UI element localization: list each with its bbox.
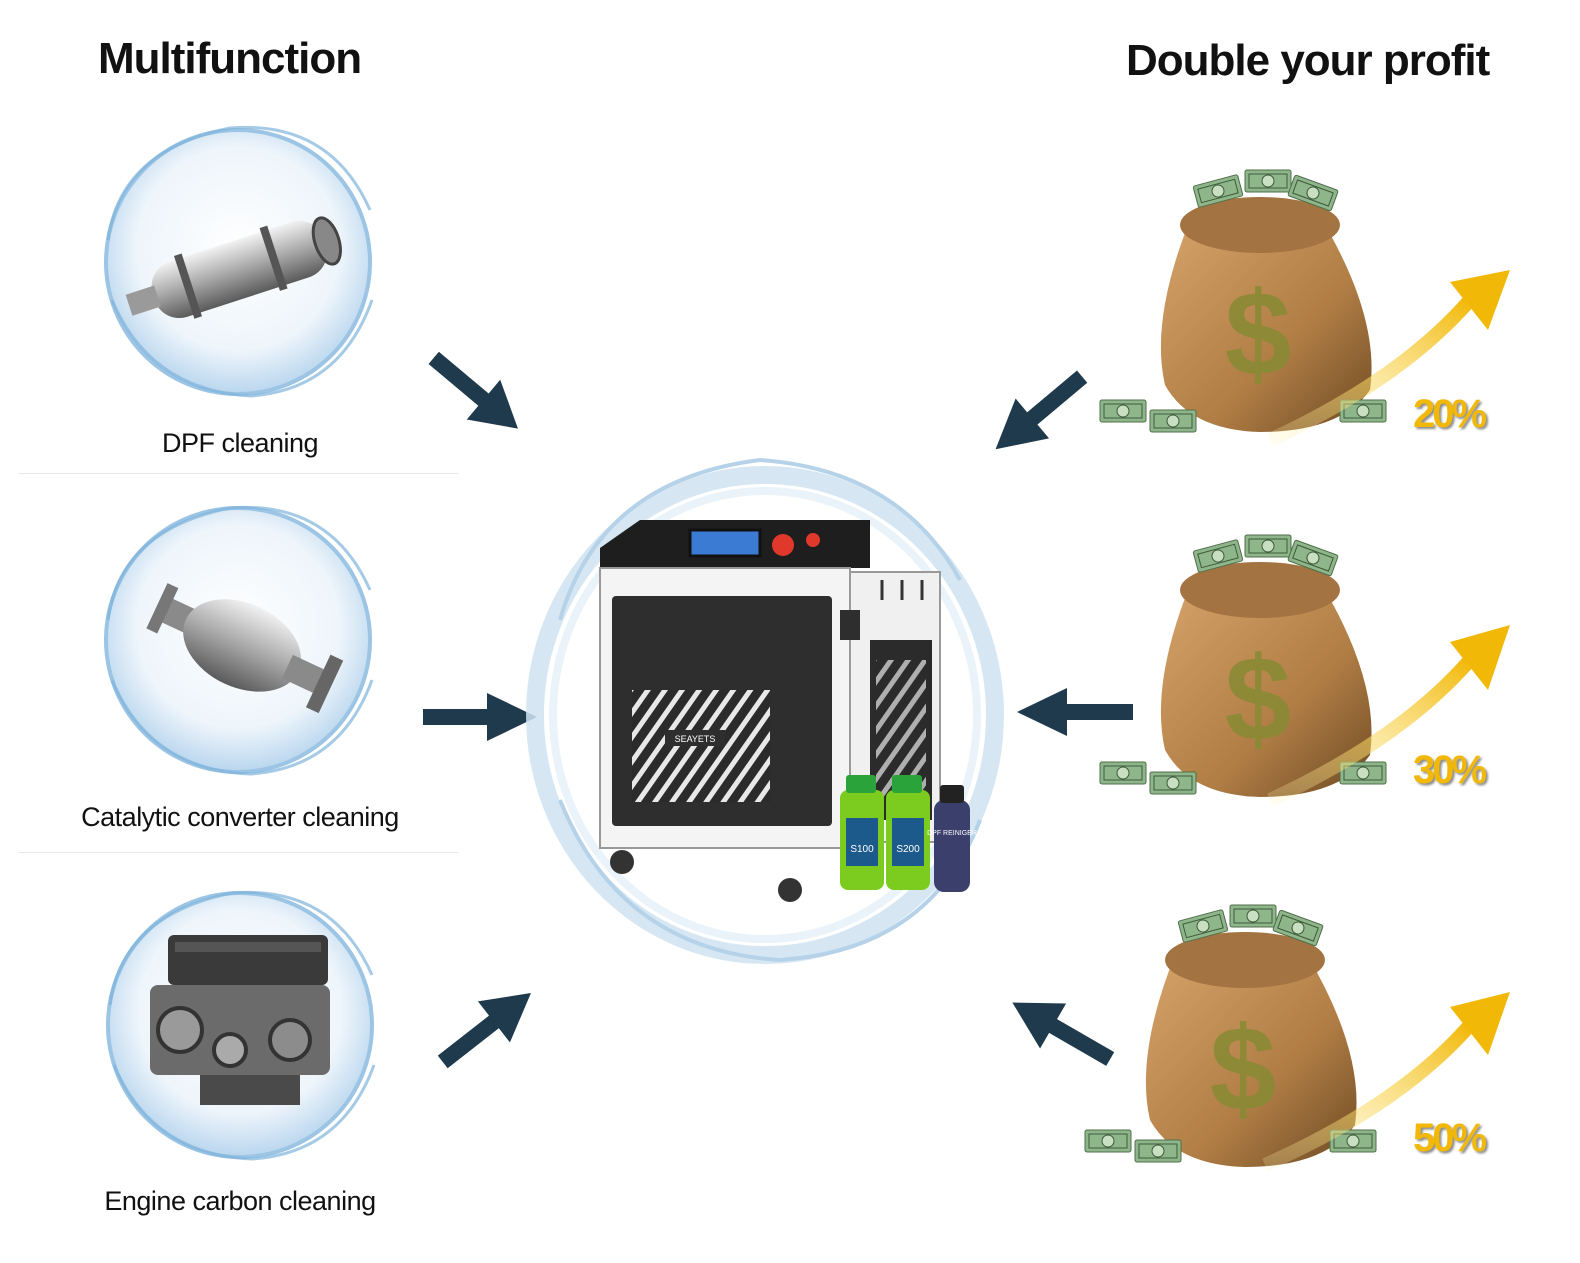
svg-text:$: $ <box>1210 1002 1277 1136</box>
bottle-label-s100: S100 <box>850 844 874 855</box>
svg-text:$: $ <box>1225 632 1292 766</box>
divider-2 <box>18 852 458 853</box>
bottle-label-dpf: DPF REINIGER <box>927 830 977 837</box>
double-profit-heading: Double your profit <box>1126 36 1490 85</box>
multifunction-heading: Multifunction <box>98 34 362 83</box>
arrow-profit30-to-machine <box>1017 688 1133 736</box>
money-bag-icon: $ <box>1099 534 1387 797</box>
profit-percent-30: 30% <box>1413 748 1487 792</box>
arrow-profit20-to-machine <box>995 370 1088 450</box>
money-bag-50: $ <box>1084 904 1510 1172</box>
svg-text:$: $ <box>1225 267 1292 401</box>
money-bag-30: $ <box>1099 534 1510 807</box>
catalytic-orb <box>104 505 374 776</box>
arrow-profit50-to-machine <box>1012 1002 1115 1066</box>
water-splash <box>526 457 1004 964</box>
profit-percent-50: 50% <box>1413 1116 1487 1160</box>
arrow-engine-to-machine <box>437 992 531 1069</box>
machine-brand: SEAYETS <box>675 734 716 744</box>
catalytic-converter-caption: Catalytic converter cleaning <box>81 802 399 832</box>
dpf-filter-icon <box>125 216 342 319</box>
cleaning-fluid-bottles: S100 S200 DPF REINIGER <box>840 775 977 892</box>
bottle-label-s200: S200 <box>896 844 920 855</box>
hho-cleaning-machine-icon: SEAYETS S100 S200 DPF REINIGER <box>599 520 977 902</box>
engine-carbon-caption: Engine carbon cleaning <box>104 1186 376 1216</box>
money-bag-icon: $ <box>1099 169 1387 433</box>
arrow-dpf-to-machine <box>428 351 518 429</box>
dpf-orb <box>104 125 374 398</box>
money-bag-icon: $ <box>1084 904 1377 1167</box>
arrow-catalytic-to-machine <box>423 693 537 741</box>
engine-icon <box>150 935 330 1105</box>
money-bag-20: $ <box>1099 169 1510 447</box>
divider-1 <box>18 473 458 474</box>
catalytic-converter-icon <box>146 583 344 714</box>
profit-percent-20: 20% <box>1413 392 1487 436</box>
engine-orb <box>106 890 376 1161</box>
dpf-cleaning-caption: DPF cleaning <box>161 428 319 458</box>
